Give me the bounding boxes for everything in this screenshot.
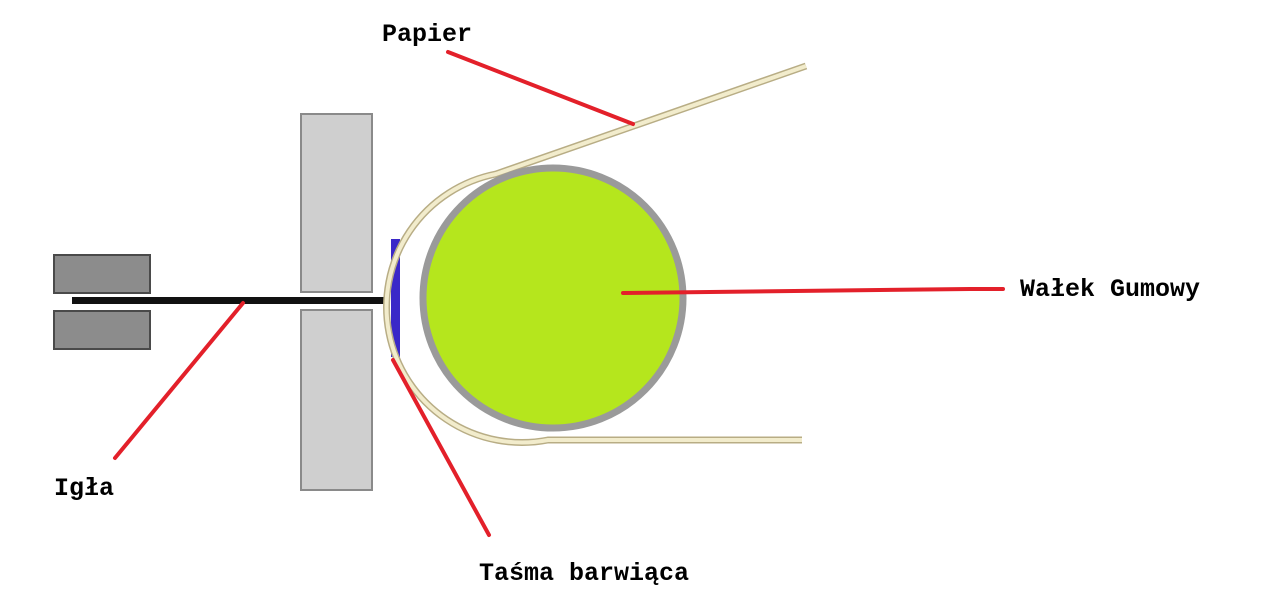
label-roller: Wałek Gumowy xyxy=(1020,275,1200,304)
magnet-block-bottom xyxy=(53,310,151,350)
leader-line-ribbon xyxy=(391,358,491,537)
guide-plate-top xyxy=(300,113,373,293)
paper-sheet xyxy=(384,64,807,445)
leader-line-needle xyxy=(113,301,245,460)
ink-ribbon xyxy=(391,239,400,357)
label-paper: Papier xyxy=(382,20,472,49)
magnet-block-top xyxy=(53,254,151,294)
leader-line-roller xyxy=(621,287,1005,295)
label-ribbon: Taśma barwiąca xyxy=(479,559,689,588)
leader-line-paper xyxy=(446,50,635,126)
guide-plate-bottom xyxy=(300,309,373,491)
label-needle: Igła xyxy=(54,474,114,503)
needle xyxy=(72,297,386,304)
rubber-roller xyxy=(419,164,687,432)
